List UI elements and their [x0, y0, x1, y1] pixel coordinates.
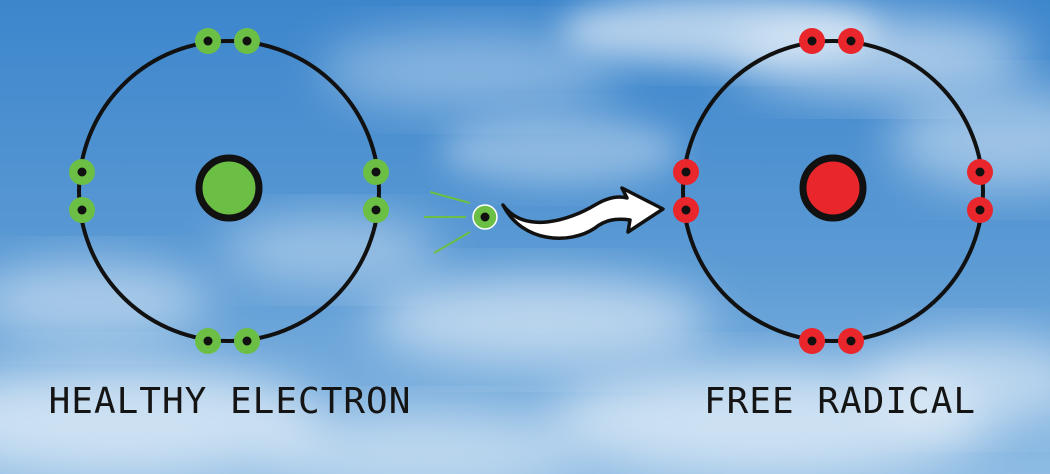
- electron-icon: [799, 328, 825, 354]
- electron-icon: [69, 197, 95, 223]
- wavy-arrow-icon: [501, 186, 665, 240]
- released-electron: [424, 191, 498, 254]
- electron-group: [69, 28, 389, 354]
- electron-icon: [673, 197, 699, 223]
- electron-icon: [69, 159, 95, 185]
- electron-icon: [472, 204, 498, 230]
- healthy-atom: [69, 28, 389, 354]
- healthy-electron-caption: HEALTHY ELECTRON: [48, 381, 412, 422]
- electron-icon: [838, 28, 864, 54]
- electron-icon: [195, 328, 221, 354]
- orbit-ring: [681, 39, 985, 343]
- nucleus: [799, 154, 867, 222]
- electron-icon: [838, 328, 864, 354]
- electron-icon: [673, 159, 699, 185]
- nucleus: [195, 154, 263, 222]
- electron-icon: [967, 159, 993, 185]
- electron-icon: [234, 328, 260, 354]
- free-radical-caption: FREE RADICAL: [703, 381, 977, 422]
- electron-icon: [363, 197, 389, 223]
- orbit-ring: [77, 39, 381, 343]
- electron-group: [673, 28, 993, 354]
- free-radical-atom: [673, 28, 993, 354]
- motion-line: [433, 231, 471, 254]
- electron-icon: [363, 159, 389, 185]
- motion-line: [429, 191, 471, 204]
- electron-icon: [799, 28, 825, 54]
- electron-icon: [234, 28, 260, 54]
- electron-icon: [195, 28, 221, 54]
- electron-icon: [967, 197, 993, 223]
